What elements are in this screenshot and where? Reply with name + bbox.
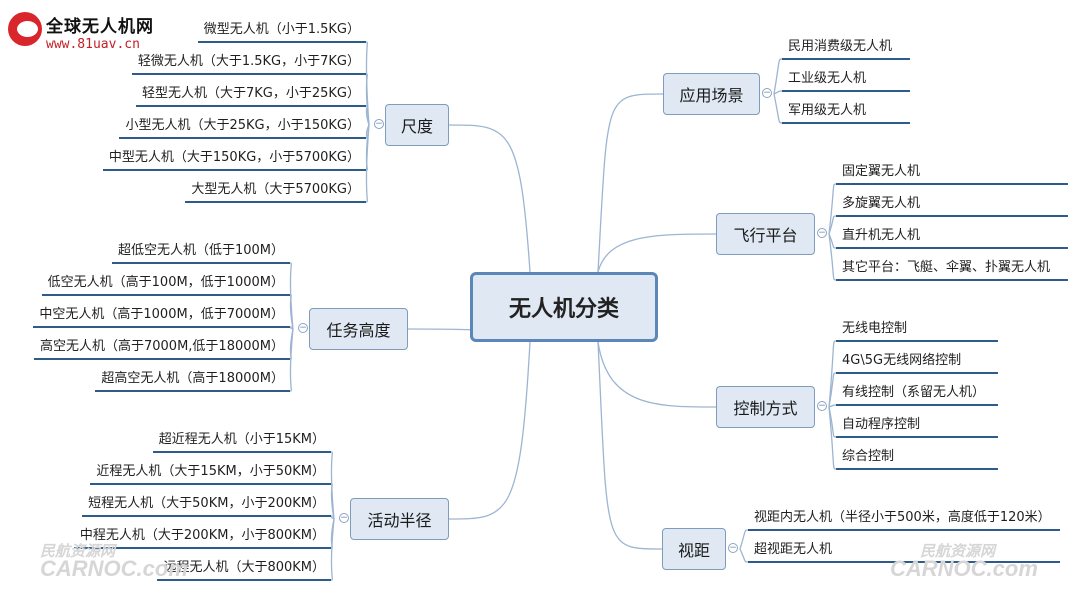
watermark-right-en: CARNOC.com xyxy=(890,556,1038,581)
logo-url: www.81uav.cn xyxy=(46,37,140,52)
branch-altitude[interactable]: 任务高度 xyxy=(309,308,408,350)
leaf-connector xyxy=(365,124,370,139)
leaf-connector xyxy=(773,93,783,124)
leaf-application[interactable]: 工业级无人机 xyxy=(782,71,910,92)
logo-icon xyxy=(8,12,42,46)
leaf-range[interactable]: 视距内无人机（半径小于500米，高度低于120米） xyxy=(748,510,1060,531)
leaf-altitude[interactable]: 高空无人机（高于7000M,低于18000M） xyxy=(33,339,290,360)
collapse-icon[interactable]: − xyxy=(817,401,827,411)
collapse-icon[interactable]: − xyxy=(339,513,349,523)
branch-connector xyxy=(448,341,531,520)
leaf-connector xyxy=(330,518,335,581)
leaf-scale[interactable]: 中型无人机（大于150KG，小于5700KG） xyxy=(102,150,366,171)
watermark-right-cn: 民航资源网 xyxy=(920,543,996,560)
leaf-radius[interactable]: 中程无人机（大于200KM，小于800KM） xyxy=(73,528,331,549)
branch-radius[interactable]: 活动半径 xyxy=(350,498,449,540)
leaf-platform[interactable]: 固定翼无人机 xyxy=(836,164,1068,185)
leaf-connector xyxy=(365,73,370,126)
leaf-connector xyxy=(289,326,294,330)
leaf-platform[interactable]: 直升机无人机 xyxy=(836,228,1068,249)
leaf-connector xyxy=(828,406,837,470)
leaf-connector xyxy=(365,124,370,203)
leaf-radius[interactable]: 远程无人机（大于800KM） xyxy=(157,560,331,581)
leaf-control[interactable]: 无线电控制 xyxy=(836,321,998,342)
leaf-connector xyxy=(828,183,837,235)
leaf-scale[interactable]: 大型无人机（大于5700KG） xyxy=(185,182,366,203)
leaf-connector xyxy=(330,451,335,520)
collapse-icon[interactable]: − xyxy=(762,88,772,98)
leaf-application[interactable]: 民用消费级无人机 xyxy=(782,39,910,60)
branch-control[interactable]: 控制方式 xyxy=(716,386,815,428)
collapse-icon[interactable]: − xyxy=(817,228,827,238)
leaf-scale[interactable]: 轻微无人机（大于1.5KG，小于7KG） xyxy=(131,54,366,75)
leaf-connector xyxy=(773,58,783,95)
leaf-connector xyxy=(828,233,837,249)
leaf-connector xyxy=(828,404,837,408)
leaf-scale[interactable]: 微型无人机（小于1.5KG） xyxy=(197,22,366,43)
collapse-icon[interactable]: − xyxy=(728,543,738,553)
leaf-connector xyxy=(289,328,294,392)
leaf-control[interactable]: 有线控制（系留无人机） xyxy=(836,385,998,406)
watermark-left-cn: 民航资源网 xyxy=(40,543,116,560)
leaf-connector xyxy=(330,483,335,520)
branch-range[interactable]: 视距 xyxy=(662,528,726,570)
logo-title: 全球无人机网 xyxy=(46,17,154,37)
site-logo: 全球无人机网 www.81uav.cn xyxy=(8,12,154,52)
leaf-platform[interactable]: 其它平台：飞艇、伞翼、扑翼无人机 xyxy=(836,260,1068,281)
collapse-icon[interactable]: − xyxy=(374,119,384,129)
branch-scale[interactable]: 尺度 xyxy=(385,104,449,146)
leaf-connector xyxy=(828,215,837,235)
leaf-connector xyxy=(289,294,294,330)
root-node[interactable]: 无人机分类 xyxy=(470,272,658,342)
leaf-connector xyxy=(828,340,837,408)
leaf-connector xyxy=(330,515,335,520)
branch-connector xyxy=(597,93,664,273)
leaf-connector xyxy=(773,90,783,95)
leaf-range[interactable]: 超视距无人机 xyxy=(748,542,1060,563)
branch-application[interactable]: 应用场景 xyxy=(663,73,760,115)
leaf-connector xyxy=(739,548,749,563)
leaf-connector xyxy=(828,233,837,281)
watermark-left-en: CARNOC.com xyxy=(40,556,188,581)
leaf-altitude[interactable]: 低空无人机（高于100M，低于1000M） xyxy=(41,275,290,296)
leaf-connector xyxy=(365,105,370,126)
leaf-scale[interactable]: 小型无人机（大于25KG，小于150KG） xyxy=(119,118,366,139)
branch-connector xyxy=(597,341,663,550)
leaf-altitude[interactable]: 超低空无人机（低于100M） xyxy=(111,243,290,264)
collapse-icon[interactable]: − xyxy=(298,323,308,333)
leaf-application[interactable]: 军用级无人机 xyxy=(782,103,910,124)
leaf-radius[interactable]: 近程无人机（大于15KM，小于50KM） xyxy=(90,464,331,485)
leaf-control[interactable]: 4G\5G无线网络控制 xyxy=(836,353,998,374)
leaf-control[interactable]: 综合控制 xyxy=(836,449,998,470)
branch-platform[interactable]: 飞行平台 xyxy=(716,213,815,255)
leaf-connector xyxy=(828,372,837,408)
leaf-radius[interactable]: 超近程无人机（小于15KM） xyxy=(152,432,331,453)
leaf-altitude[interactable]: 超高空无人机（高于18000M） xyxy=(95,371,290,392)
branch-connector xyxy=(597,233,717,273)
leaf-control[interactable]: 自动程序控制 xyxy=(836,417,998,438)
leaf-radius[interactable]: 短程无人机（大于50KM，小于200KM） xyxy=(82,496,331,517)
leaf-altitude[interactable]: 中空无人机（高于1000M，低于7000M） xyxy=(33,307,290,328)
leaf-connector xyxy=(289,262,294,330)
branch-connector xyxy=(448,124,531,273)
leaf-scale[interactable]: 轻型无人机（大于7KG，小于25KG） xyxy=(135,86,366,107)
leaf-connector xyxy=(739,529,749,550)
branch-connector xyxy=(597,341,717,408)
leaf-platform[interactable]: 多旋翼无人机 xyxy=(836,196,1068,217)
